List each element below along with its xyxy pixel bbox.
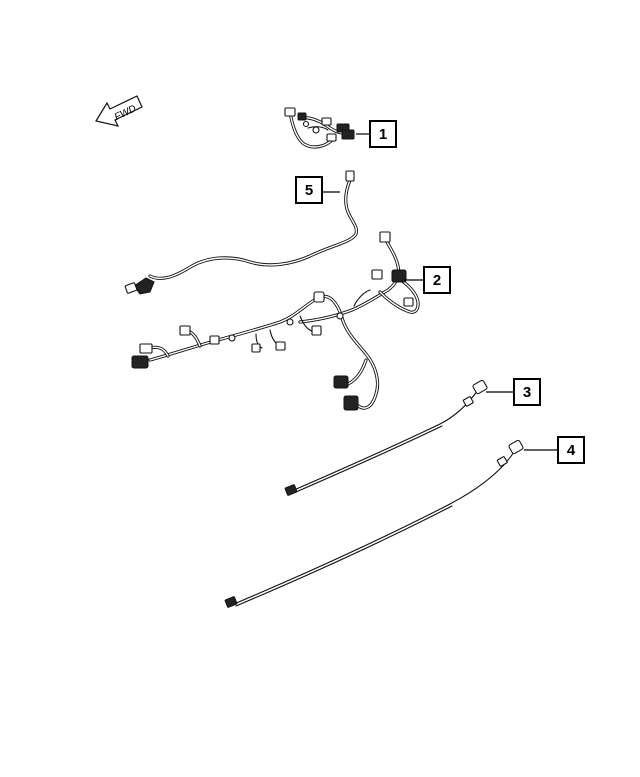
harness-part-2 (131, 231, 424, 411)
sensor-lead-part-3 (284, 379, 514, 496)
callout-2-number: 2 (433, 272, 441, 289)
callout-5: 5 (295, 176, 323, 204)
callout-1-number: 1 (379, 126, 387, 143)
callout-5-number: 5 (305, 182, 313, 199)
harness-part-1 (284, 107, 370, 149)
callout-3: 3 (513, 378, 541, 406)
sensor-lead-part-4 (224, 439, 558, 608)
callout-3-number: 3 (523, 384, 531, 401)
callout-1: 1 (369, 120, 397, 148)
callout-4-number: 4 (567, 442, 576, 459)
harness-part-5 (124, 170, 358, 295)
forward-arrow-icon: FWD (95, 95, 143, 127)
callout-2: 2 (423, 266, 451, 294)
callout-4: 4 (557, 436, 585, 464)
